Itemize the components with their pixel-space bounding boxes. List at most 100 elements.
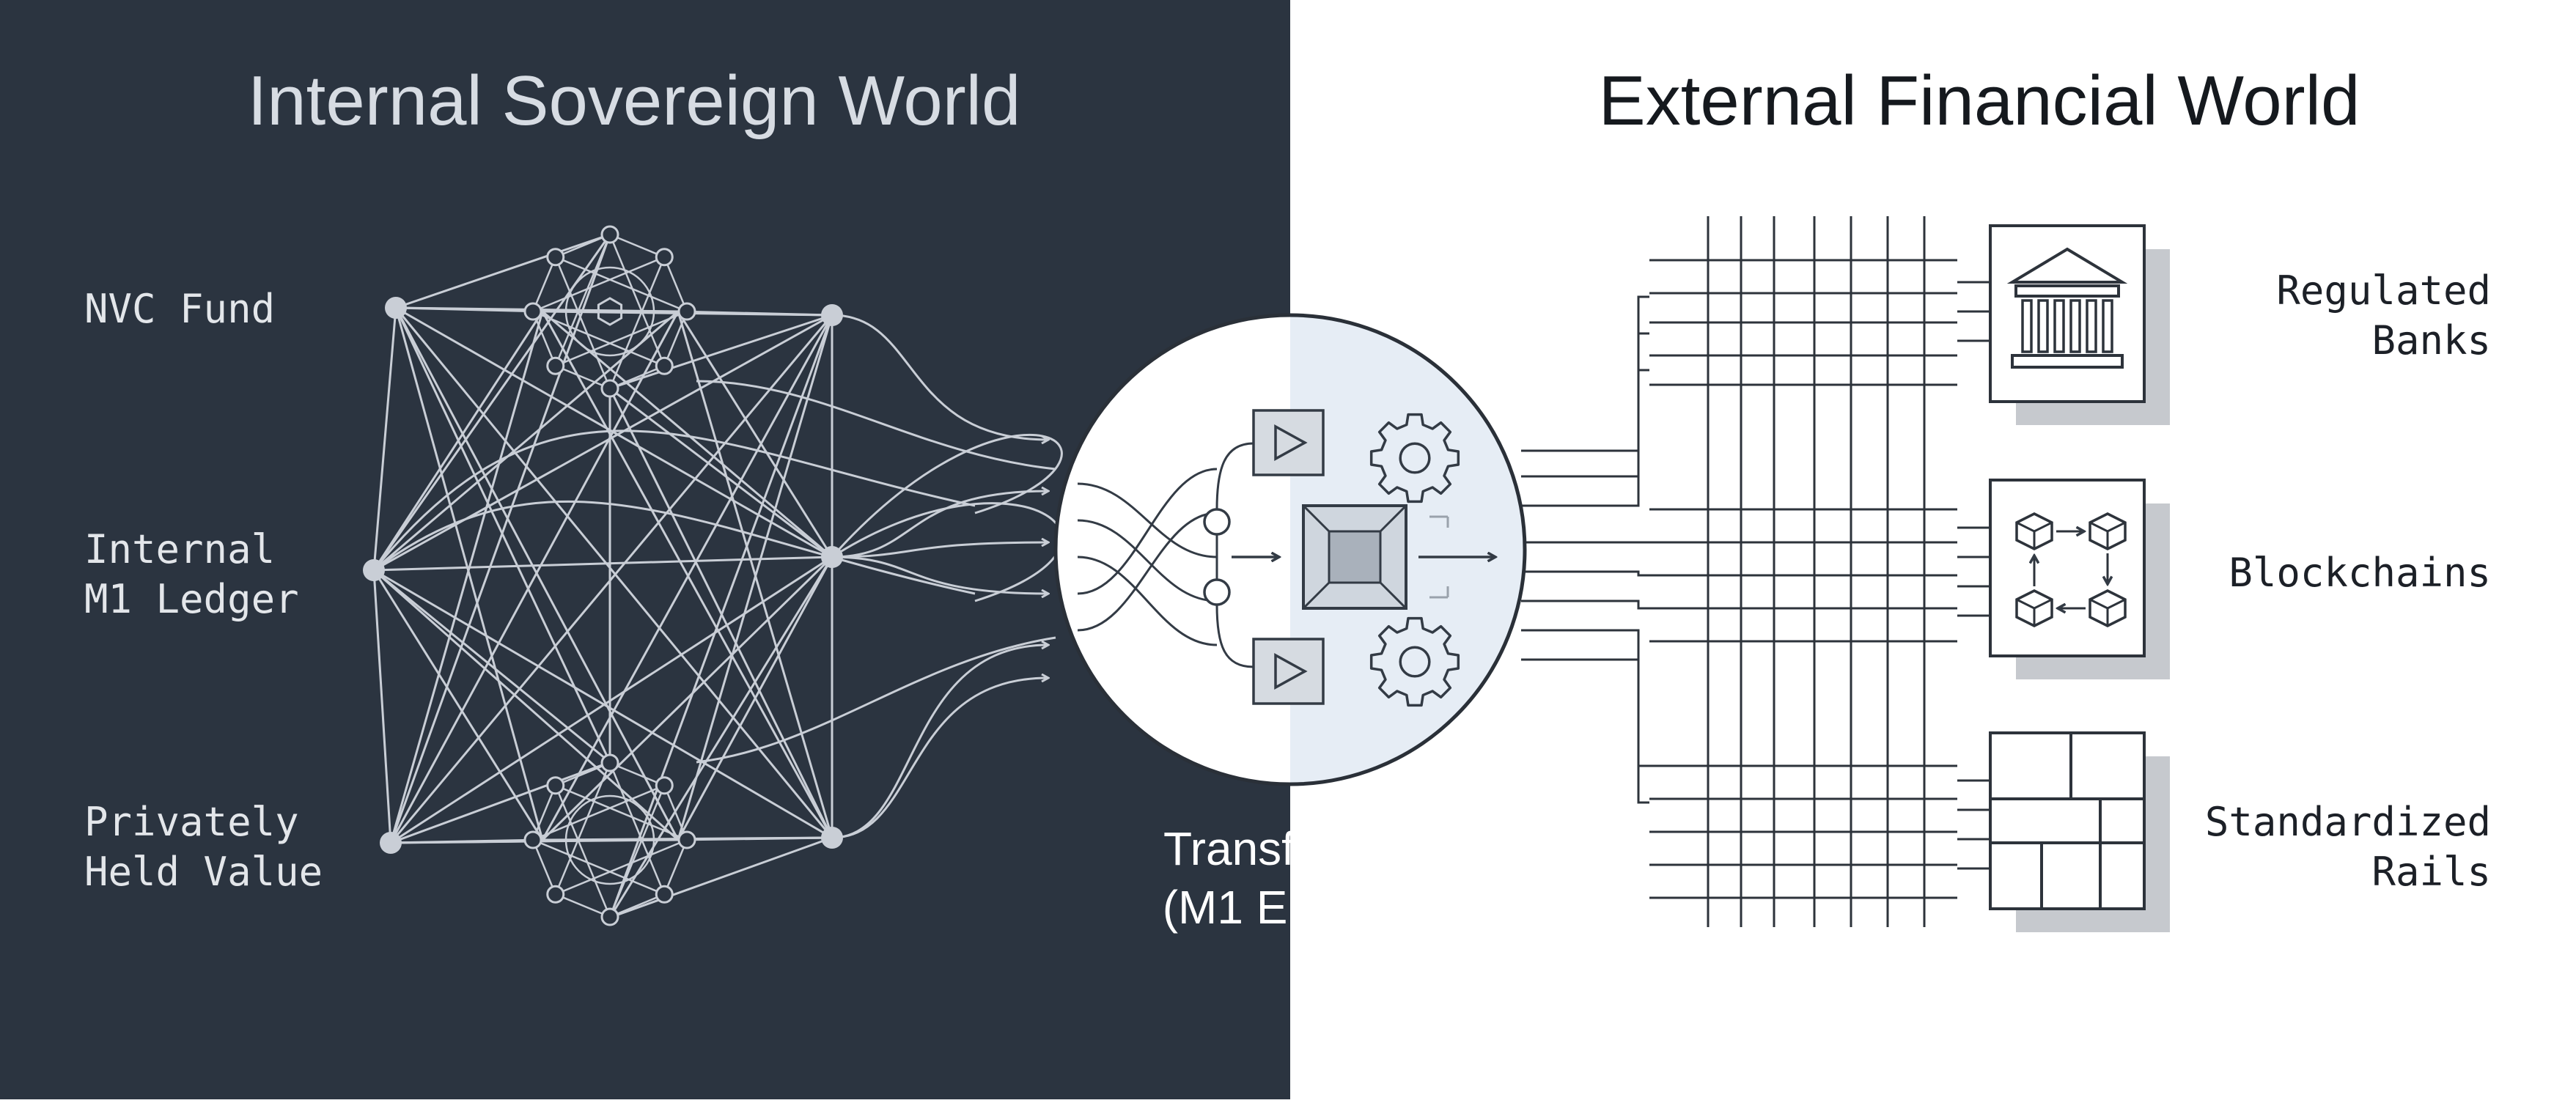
- destination-label-line: Blockchains: [2229, 550, 2491, 596]
- engine-node: [1203, 508, 1231, 536]
- source-label-line: Internal: [84, 526, 275, 572]
- network-edge: [390, 556, 833, 844]
- network-edge: [541, 314, 833, 841]
- flow-arrow: [831, 542, 1048, 558]
- polyhedron-edge: [663, 839, 688, 895]
- source-nvc-fund-label: NVC Fund: [84, 286, 275, 332]
- polyhedron-node: [655, 248, 674, 267]
- polyhedron-node: [600, 753, 619, 772]
- flow-curve: [696, 380, 1056, 471]
- amplifier-icon: [1252, 409, 1325, 476]
- network-edge: [677, 310, 833, 317]
- engine-edge: [1215, 442, 1254, 510]
- network-edge: [389, 314, 833, 844]
- engine-label-line: (M1 Engine): [1163, 881, 1418, 934]
- polyhedron-edge: [532, 784, 665, 841]
- chip-bevel: [1302, 581, 1331, 610]
- polyhedron-edge: [555, 233, 611, 258]
- gear-hub: [1399, 646, 1431, 678]
- destination-regulated-banks-label: Regulated Banks: [2276, 268, 2491, 364]
- engine-output-line: [1521, 600, 1649, 610]
- polyhedron-node: [677, 302, 696, 321]
- engine-output-line: [1521, 570, 1649, 577]
- flow-curve: [373, 500, 976, 595]
- destination-boxes: [1989, 224, 2170, 932]
- engine-input-line: [1077, 556, 1218, 646]
- bank-base: [2011, 354, 2124, 369]
- polyhedron-node: [655, 885, 674, 904]
- network-edge: [372, 569, 544, 841]
- network-edge: [609, 387, 833, 558]
- network-edge: [394, 307, 611, 763]
- flow-arrow: [831, 314, 1048, 440]
- blockchain-icon: [2015, 512, 2127, 627]
- polyhedron-edge: [554, 257, 611, 389]
- network-edge: [394, 307, 544, 841]
- internal-network: [363, 225, 1063, 926]
- destination-label-line: Rails: [2371, 849, 2491, 895]
- network-edge: [541, 311, 833, 838]
- polyhedron-edge: [554, 762, 611, 895]
- network-edge: [677, 311, 833, 558]
- polyhedron-edge: [532, 256, 665, 313]
- flow-arrow: [831, 556, 1048, 594]
- flow-curve: [831, 502, 1063, 602]
- network-edge: [677, 836, 833, 841]
- network-edge: [372, 569, 392, 844]
- polyhedron-edge: [609, 761, 665, 786]
- polyhedron-node: [546, 356, 565, 375]
- network-edge: [373, 569, 611, 764]
- internal-world-title: Internal Sovereign World: [248, 62, 1021, 140]
- network-edge: [373, 569, 679, 841]
- box-frame: [1989, 479, 2146, 657]
- bank-roof: [2006, 247, 2128, 284]
- network-edge: [609, 314, 833, 390]
- core-chip-icon: [1302, 504, 1407, 610]
- polyhedron-node: [655, 356, 674, 375]
- amplifier-icon: [1252, 638, 1325, 705]
- source-label-line: Held Value: [84, 849, 323, 895]
- chip-bevel: [1302, 504, 1331, 533]
- polyhedron-edge: [555, 784, 688, 841]
- box-frame: [1989, 224, 2146, 403]
- destination-label-line: Standardized: [2205, 799, 2491, 845]
- engine-input-line: [1077, 512, 1218, 632]
- polyhedron-edge: [531, 311, 556, 366]
- external-world-title: External Financial World: [1599, 62, 2360, 140]
- polyhedron-edge: [663, 311, 688, 366]
- chip-bevel: [1379, 504, 1407, 533]
- polyhedron-node: [523, 302, 542, 321]
- engine-input-line: [1077, 519, 1218, 602]
- hexagon-core-icon: [597, 297, 623, 326]
- polyhedron-edge: [608, 234, 666, 366]
- bank-column: [2053, 299, 2065, 353]
- chip-inner: [1328, 530, 1382, 584]
- destination-label-line: Banks: [2371, 317, 2491, 364]
- polyhedron-edge: [532, 310, 665, 367]
- network-edge: [395, 233, 611, 309]
- polyhedron-edge: [555, 310, 688, 367]
- network-edge: [542, 310, 833, 558]
- destination-standardized-rails-label: Standardized Rails: [2205, 799, 2491, 895]
- amplifier-box: [1252, 638, 1325, 705]
- polyhedron-edge: [663, 257, 688, 312]
- flow-arrow: [831, 678, 1048, 839]
- engine-input-line: [1077, 468, 1218, 595]
- flow-arrow: [831, 491, 1048, 558]
- network-edge: [373, 310, 679, 572]
- polyhedron-node: [600, 225, 619, 244]
- bank-column: [2086, 299, 2097, 353]
- polyhedron-node: [523, 830, 542, 849]
- polyhedron-edge: [609, 365, 665, 390]
- polyhedron-node: [546, 248, 565, 267]
- bank-column: [2021, 299, 2033, 353]
- polyhedron-edge: [555, 365, 611, 390]
- bank-box: [1989, 224, 2170, 425]
- polyhedron-node: [655, 776, 674, 795]
- polyhedron-edge: [554, 785, 611, 918]
- external-rail-bus: [1521, 216, 1990, 927]
- source-internal-m1-ledger-label: Internal M1 Ledger: [84, 526, 299, 622]
- rails-grid-icon: [1990, 733, 2144, 909]
- network-edge: [373, 569, 833, 839]
